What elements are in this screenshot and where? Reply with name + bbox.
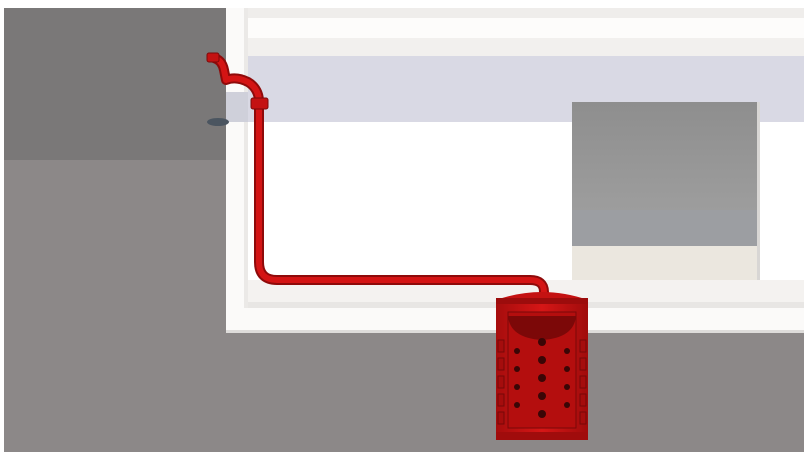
tank-fins (497, 339, 587, 425)
page-border-top (0, 0, 804, 8)
page-border-bottom (0, 452, 804, 457)
pipe-cap (206, 52, 220, 63)
soil-upper-region (4, 8, 226, 160)
doorway-opening (572, 102, 760, 280)
pipe-fitting (250, 97, 269, 110)
red-pipe (206, 52, 549, 303)
page-border-left (0, 0, 4, 457)
wall-penetration-plate (207, 118, 229, 126)
red-septic-tank (496, 292, 588, 440)
tank-holes (514, 338, 570, 418)
tank-dome (508, 316, 576, 340)
